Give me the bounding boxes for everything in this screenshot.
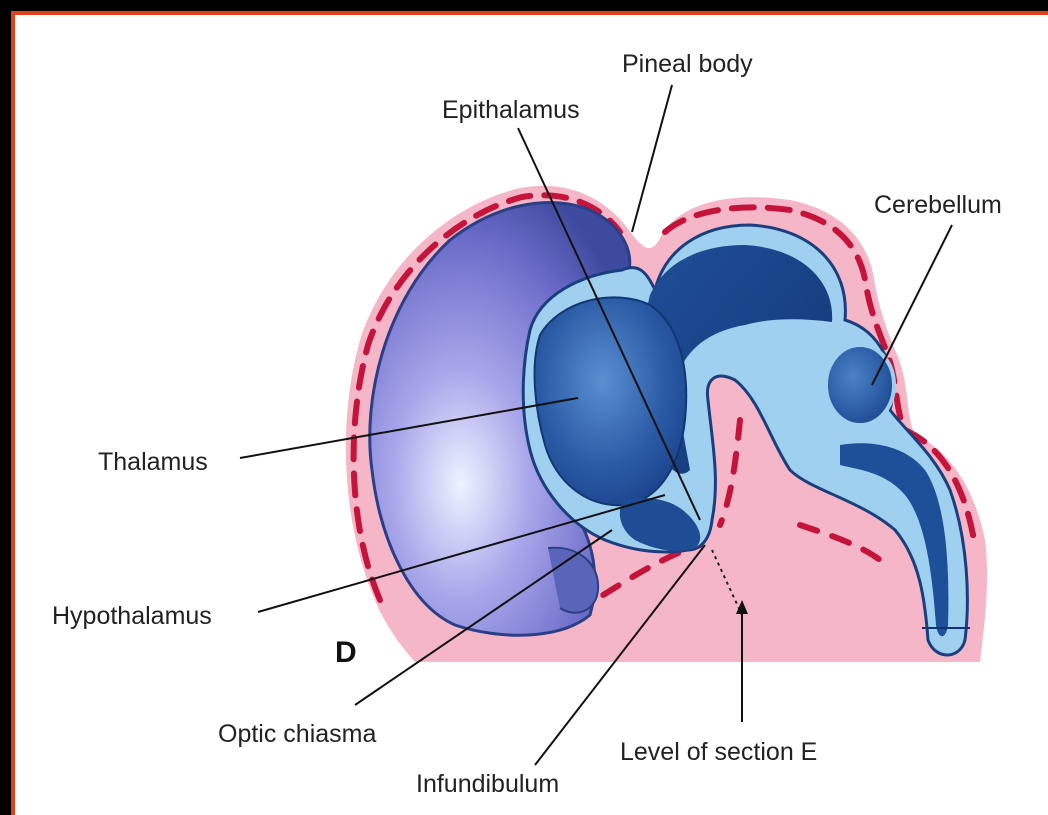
leader-cerebellum	[872, 225, 952, 385]
label-infundibulum: Infundibulum	[416, 770, 559, 798]
label-pineal-body: Pineal body	[622, 50, 753, 78]
label-level-of-section: Level of section E	[620, 738, 817, 766]
label-thalamus: Thalamus	[98, 448, 208, 476]
cerebellum-bulge	[826, 345, 894, 425]
label-epithalamus: Epithalamus	[442, 96, 580, 124]
label-cerebellum: Cerebellum	[874, 191, 1002, 219]
label-optic-chiasma: Optic chiasma	[218, 720, 376, 748]
label-hypothalamus: Hypothalamus	[52, 602, 212, 630]
leader-pineal-body	[632, 85, 672, 232]
panel-letter: D	[335, 636, 357, 669]
